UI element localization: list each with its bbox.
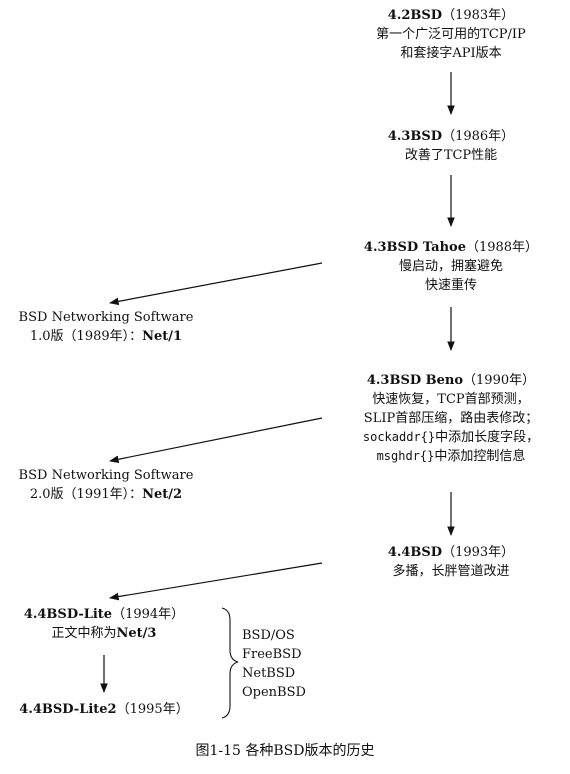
node-name: 4.4BSD-Lite — [23, 607, 113, 622]
list-item: OpenBSD — [242, 685, 306, 700]
node-year: （1990年） — [463, 373, 536, 388]
node-name: 4.4BSD — [387, 545, 443, 560]
node-desc: BSD Networking Software — [18, 468, 194, 483]
node-name: 4.2BSD — [387, 8, 443, 23]
node-4-4bsd: 4.4BSD（1993年） 多播，长胖管道改进 — [388, 543, 514, 581]
node-4-4bsd-lite2: 4.4BSD-Lite2（1995年） — [19, 700, 188, 719]
node-desc: 第一个广泛可用的TCP/IP — [376, 27, 526, 42]
arrow-tahoe-to-net1 — [109, 262, 323, 306]
node-year: （1988年） — [465, 240, 539, 255]
brace-derivatives — [221, 607, 239, 719]
node-desc: SLIP首部压缩，路由表修改； — [363, 411, 539, 426]
node-desc: 中添加控制信息 — [434, 449, 526, 464]
node-desc: 中添加长度字段， — [435, 430, 540, 445]
node-4-3bsd: 4.3BSD（1986年） 改善了TCP性能 — [388, 127, 514, 165]
arrow-reno-to-net2 — [109, 417, 323, 464]
figure-caption: 图1-15 各种BSD版本的历史 — [195, 743, 375, 759]
node-desc: 1.0版（1989年）： — [29, 329, 143, 344]
code-sockaddr: sockaddr{} — [362, 430, 436, 444]
node-desc: 和套接字API版本 — [400, 46, 502, 61]
list-item: FreeBSD — [242, 647, 302, 662]
list-item: NetBSD — [242, 666, 296, 681]
node-name: 4.3BSD Beno — [366, 373, 464, 388]
code-msghdr: msghdr{} — [376, 449, 435, 463]
node-4-2bsd: 4.2BSD（1983年） 第一个广泛可用的TCP/IP 和套接字API版本 — [376, 6, 526, 63]
node-name: Net/2 — [142, 487, 183, 502]
node-year: （1994年） — [112, 607, 185, 622]
node-year: （1993年） — [442, 545, 515, 560]
node-year: （1983年） — [442, 8, 515, 23]
node-name: Net/3 — [116, 626, 157, 641]
list-item: BSD/OS — [242, 628, 295, 643]
node-4-4bsd-lite: 4.4BSD-Lite（1994年） 正文中称为Net/3 — [24, 605, 184, 643]
node-desc: 多播，长胖管道改进 — [392, 564, 510, 579]
node-net1: BSD Networking Software 1.0版（1989年）：Net/… — [19, 308, 194, 346]
node-desc: BSD Networking Software — [18, 310, 194, 325]
node-name: Net/1 — [142, 329, 183, 344]
node-desc: 正文中称为 — [51, 626, 117, 641]
node-name: 4.4BSD-Lite2 — [19, 702, 117, 717]
node-4-3bsd-tahoe: 4.3BSD Tahoe（1988年） 慢启动，拥塞避免 快速重传 — [364, 238, 538, 295]
node-desc: 改善了TCP性能 — [404, 148, 498, 163]
node-4-3bsd-beno: 4.3BSD Beno（1990年） 快速恢复，TCP首部预测， SLIP首部压… — [363, 371, 539, 466]
arrow-44-to-lite — [109, 562, 323, 601]
node-year: （1995年） — [116, 702, 189, 717]
node-name: 4.3BSD Tahoe — [363, 240, 466, 255]
node-net2: BSD Networking Software 2.0版（1991年）：Net/… — [19, 466, 194, 504]
node-name: 4.3BSD — [387, 129, 443, 144]
node-desc: 快速恢复，TCP首部预测， — [372, 392, 530, 407]
node-year: （1986年） — [442, 129, 515, 144]
node-desc: 2.0版（1991年）： — [29, 487, 143, 502]
derivatives-list: BSD/OS FreeBSD NetBSD OpenBSD — [242, 626, 306, 702]
node-desc: 快速重传 — [424, 278, 478, 293]
node-desc: 慢启动，拥塞避免 — [398, 259, 504, 274]
